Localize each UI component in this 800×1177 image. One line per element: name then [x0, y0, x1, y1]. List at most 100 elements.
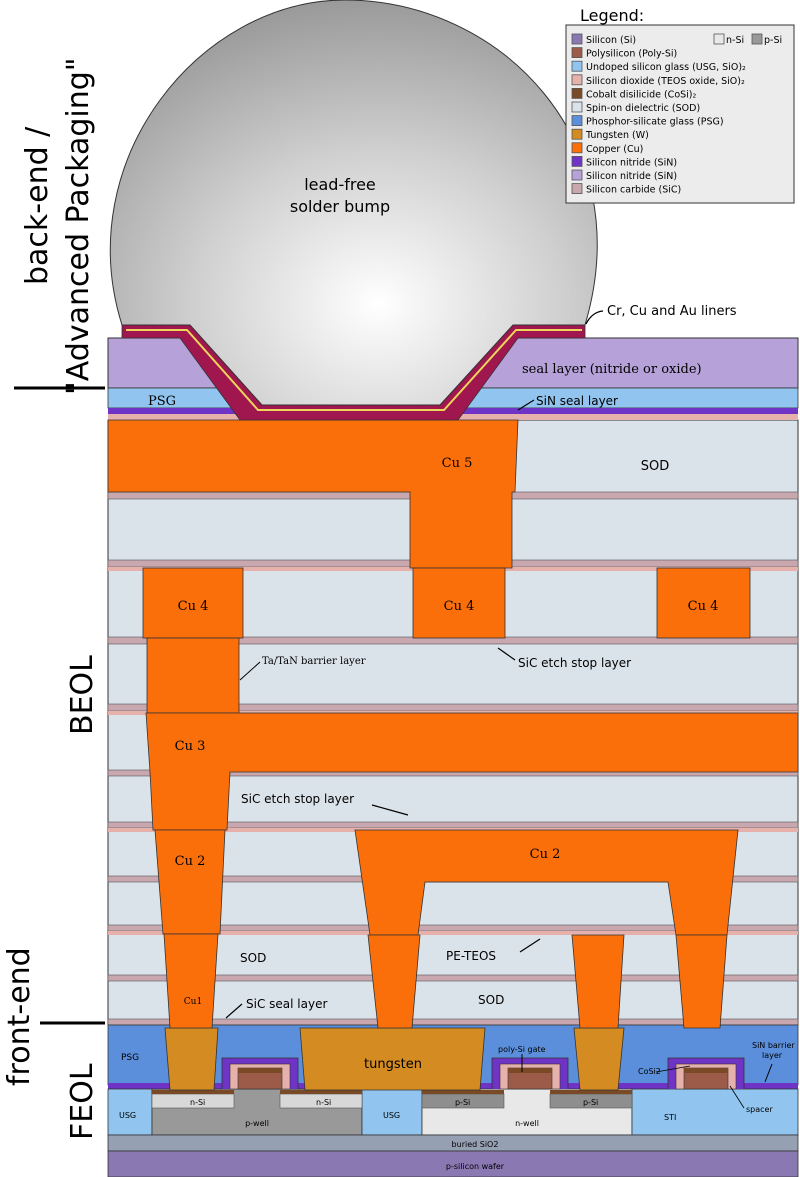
cu1-via — [675, 934, 728, 1029]
cu5-label: Cu 5 — [442, 456, 473, 471]
sin-barrier-arrow — [764, 1063, 773, 1083]
solder-bump-group — [110, 0, 598, 421]
tungsten-contact — [164, 1027, 219, 1091]
bump-label-2: solder bump — [290, 197, 390, 216]
teos-layer — [108, 931, 798, 935]
cu5-line — [107, 419, 519, 569]
cosi2-label: CoSi2 — [638, 1067, 661, 1076]
gold-liner — [126, 329, 582, 411]
sod-mid-label: SOD — [240, 951, 266, 965]
usg2-label: USG — [383, 1111, 400, 1120]
pe-teos-label: PE-TEOS — [446, 949, 496, 963]
nwell-label: n-well — [515, 1119, 539, 1128]
poly-gate-label: poly-Si gate — [498, 1045, 546, 1054]
spacer-label: spacer — [746, 1105, 773, 1114]
cu1-label: Cu1 — [184, 997, 202, 1007]
cu4-pillar — [412, 567, 506, 639]
legend-swatch — [571, 128, 583, 140]
legend-swatch — [571, 47, 583, 58]
legend-swatch — [571, 115, 583, 126]
legend-item-label: Silicon nitride (SiN) — [586, 171, 677, 182]
sin-barrier-label-2: layer — [762, 1051, 783, 1060]
sic-layer — [107, 974, 799, 982]
seal-layer-label: seal layer (nitride or oxide) — [522, 362, 702, 377]
copper-interconnect — [107, 419, 799, 1029]
spacer-arrow — [729, 1085, 745, 1109]
pe-teos-arrow — [519, 938, 541, 953]
solder-bump — [110, 0, 598, 406]
legend-item-label: Cobalt disilicide (CoSi)₂ — [586, 89, 697, 100]
cosi-layer — [280, 1090, 362, 1094]
gate-right — [667, 1057, 745, 1090]
buried-label: buried SiO2 — [452, 1140, 499, 1149]
legend-nsi-label: n-Si — [726, 35, 744, 46]
sic-stop-label: SiC etch stop layer — [518, 656, 631, 670]
legend-item-label: Spin-on dielectric (SOD) — [586, 103, 700, 114]
backend-label: back-end / — [20, 126, 55, 285]
cu2-left — [154, 829, 226, 935]
barrier-arrow — [239, 661, 261, 681]
tungsten-contacts — [164, 1027, 625, 1091]
cu4-label: Cu 4 — [444, 599, 475, 614]
nsi-label: n-Si — [190, 1098, 205, 1107]
usg-left — [107, 1088, 153, 1136]
usg-label: USG — [119, 1111, 136, 1120]
sin-seal-label: SiN seal layer — [536, 394, 618, 408]
advanced-packaging-label: "Advanced Packaging" — [61, 57, 96, 395]
frontend-label: front-end — [2, 947, 37, 1086]
psg-feol-label: PSG — [121, 1053, 139, 1063]
cu4-label: Cu 4 — [178, 599, 209, 614]
legend-item-label: Silicon carbide (SiC) — [586, 185, 681, 196]
cu4-pillar — [142, 567, 244, 639]
legend-item-label: Tungsten (W) — [585, 130, 649, 141]
feol-label: FEOL — [65, 1063, 100, 1140]
legend-item-label: Phosphor-silicate glass (PSG) — [586, 117, 724, 128]
legend-psi-label: p-Si — [764, 35, 782, 46]
legend-swatch — [571, 183, 583, 195]
liners-label: Cr, Cu and Au liners — [607, 304, 737, 319]
wafer-label: p-silicon wafer — [446, 1162, 505, 1171]
legend-item-label: Silicon nitride (SiN) — [586, 157, 677, 168]
legend-item-label: Silicon (Si) — [586, 35, 636, 46]
legend-swatch — [571, 169, 583, 181]
barrier-label: Ta/TaN barrier layer — [262, 656, 366, 667]
sod-top-label: SOD — [641, 459, 670, 474]
cosi-layer — [152, 1090, 234, 1094]
bump-label-1: lead-free — [304, 175, 376, 194]
cu4-via — [146, 637, 240, 714]
cu1-via — [571, 934, 625, 1029]
legend-swatch — [571, 60, 583, 72]
sic-stop-label: SiC etch stop layer — [241, 792, 354, 806]
legend-title: Legend: — [580, 6, 644, 25]
legend-nsi-swatch — [713, 33, 725, 45]
tungsten-plug — [299, 1027, 486, 1091]
gate-left — [221, 1057, 299, 1090]
sic-stop-arrow — [371, 804, 409, 816]
legend-swatch — [571, 88, 583, 99]
cu1-via — [367, 934, 421, 1029]
cu2-label: Cu 2 — [175, 854, 206, 869]
cu3-line — [145, 712, 799, 831]
nsi-label: n-Si — [316, 1098, 331, 1107]
side-labels: back-end / "Advanced Packaging" BEOL fro… — [2, 57, 105, 1140]
sod-low-label: SOD — [478, 993, 504, 1007]
silicon-wafer — [107, 1150, 799, 1177]
sti-region — [631, 1088, 799, 1136]
annotation-labels: lead-free solder bump Cr, Cu and Au line… — [119, 175, 795, 1171]
cu1-via — [163, 933, 219, 1029]
legend: Legend: Silicon (Si)Polysilicon (Poly-Si… — [565, 6, 795, 204]
beol-label: BEOL — [65, 655, 100, 735]
tungsten-label: tungsten — [364, 1057, 422, 1072]
cu2-label: Cu 2 — [530, 847, 561, 862]
psi-label: p-Si — [455, 1098, 470, 1107]
sic-seal-arrow — [225, 1003, 243, 1019]
legend-psi-swatch — [751, 33, 763, 45]
legend-swatch — [571, 101, 583, 113]
legend-item-label: Copper (Cu) — [586, 144, 643, 155]
cu4-pillar — [656, 567, 751, 639]
legend-box — [565, 24, 795, 204]
sin-barrier-label: SiN barrier — [752, 1041, 795, 1050]
liners-arrow — [585, 310, 604, 325]
cosi-layer — [422, 1090, 504, 1094]
